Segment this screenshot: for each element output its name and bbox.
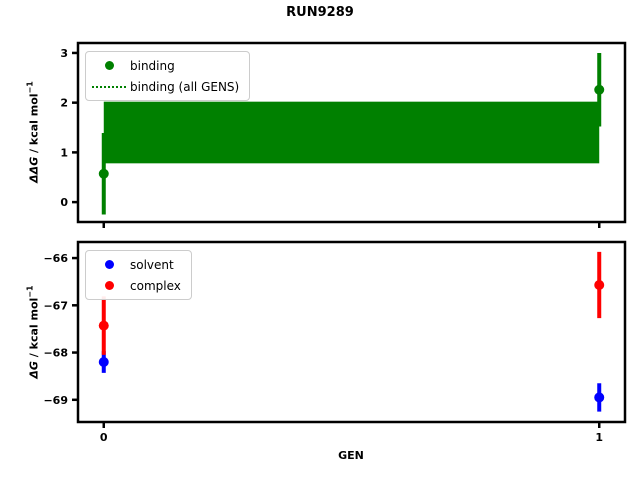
circle-swatch xyxy=(104,61,114,70)
x-tick-label: 1 xyxy=(595,431,603,444)
y-tick-label: −67 xyxy=(43,299,68,312)
data-point-solvent-gen0 xyxy=(98,357,109,367)
legend-marker-circle xyxy=(88,260,130,269)
legend-item-solvent: solvent xyxy=(88,254,181,275)
y-axis-label-bottom-math: ΔG xyxy=(27,361,41,379)
figure-title: RUN9289 xyxy=(286,5,354,20)
legend-label: solvent xyxy=(130,257,174,272)
y-tick-label: −69 xyxy=(43,394,68,407)
y-axis-label-top-math: ΔΔG xyxy=(27,156,41,183)
y-tick-label: 3 xyxy=(60,47,68,60)
y-tick-label: −66 xyxy=(43,252,68,265)
legend-bottom: solvent complex xyxy=(85,250,192,300)
legend-marker-circle xyxy=(88,281,130,290)
data-point-complex-gen1 xyxy=(594,279,605,290)
legend-label: binding (all GENS) xyxy=(130,79,240,94)
data-point-complex-gen0 xyxy=(98,320,109,331)
y-tick-label: 2 xyxy=(60,97,68,110)
legend-marker-dotted-line xyxy=(88,85,130,88)
y-axis-label-bottom: ΔG / kcal mol−1 xyxy=(25,285,41,379)
y-tick-label: 1 xyxy=(60,146,68,159)
legend-label: binding xyxy=(130,58,175,73)
legend-item-complex: complex xyxy=(88,275,181,296)
data-point-binding-gen1 xyxy=(594,84,605,95)
data-point-binding-gen0 xyxy=(98,168,109,179)
band-binding-all-gens- xyxy=(103,101,600,164)
y-tick-label: 0 xyxy=(60,196,68,209)
legend-marker-circle xyxy=(88,61,130,70)
y-axis-label-top: ΔΔG / kcal mol−1 xyxy=(25,81,41,183)
y-tick-label: −68 xyxy=(43,347,68,360)
circle-swatch xyxy=(104,260,114,269)
axes-frame-top xyxy=(76,41,627,224)
data-point-solvent-gen1 xyxy=(594,392,605,403)
legend-label: complex xyxy=(130,278,181,293)
legend-item-binding-all-gens-: binding (all GENS) xyxy=(88,76,239,97)
dotted-line-swatch xyxy=(92,85,126,88)
circle-swatch xyxy=(104,281,114,290)
legend-item-binding: binding xyxy=(88,55,239,76)
axes-frame-bottom xyxy=(76,240,627,424)
legend-top: binding binding (all GENS) xyxy=(85,51,251,101)
x-tick-label: 0 xyxy=(100,431,108,444)
x-axis-label: GEN xyxy=(338,449,364,462)
